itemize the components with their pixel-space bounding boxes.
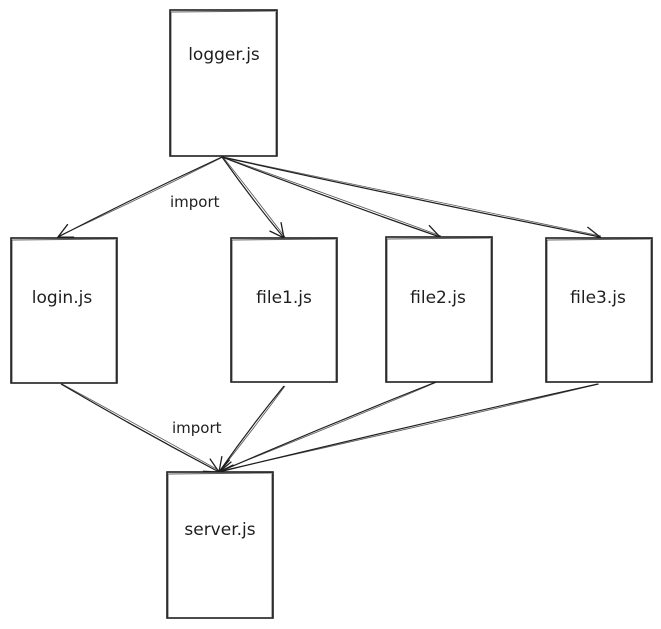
node-logger-label: logger.js bbox=[188, 45, 260, 65]
arrowhead-icon bbox=[56, 223, 75, 238]
node-login-label: login.js bbox=[32, 288, 93, 308]
edge-label-import-top: import bbox=[170, 193, 220, 211]
node-file3[interactable]: file3.js bbox=[545, 237, 653, 383]
node-server[interactable]: server.js bbox=[166, 471, 274, 619]
node-server-label: server.js bbox=[184, 520, 255, 540]
node-file2[interactable]: file2.js bbox=[385, 236, 493, 383]
node-file1[interactable]: file1.js bbox=[230, 237, 338, 383]
edge-logger-to-login bbox=[56, 156, 224, 238]
node-file3-label: file3.js bbox=[570, 288, 626, 308]
node-file1-label: file1.js bbox=[256, 288, 312, 308]
node-file2-label: file2.js bbox=[410, 288, 466, 308]
node-login[interactable]: login.js bbox=[10, 237, 118, 384]
edge-label-import-bottom: import bbox=[172, 419, 222, 437]
node-logger[interactable]: logger.js bbox=[169, 9, 278, 157]
